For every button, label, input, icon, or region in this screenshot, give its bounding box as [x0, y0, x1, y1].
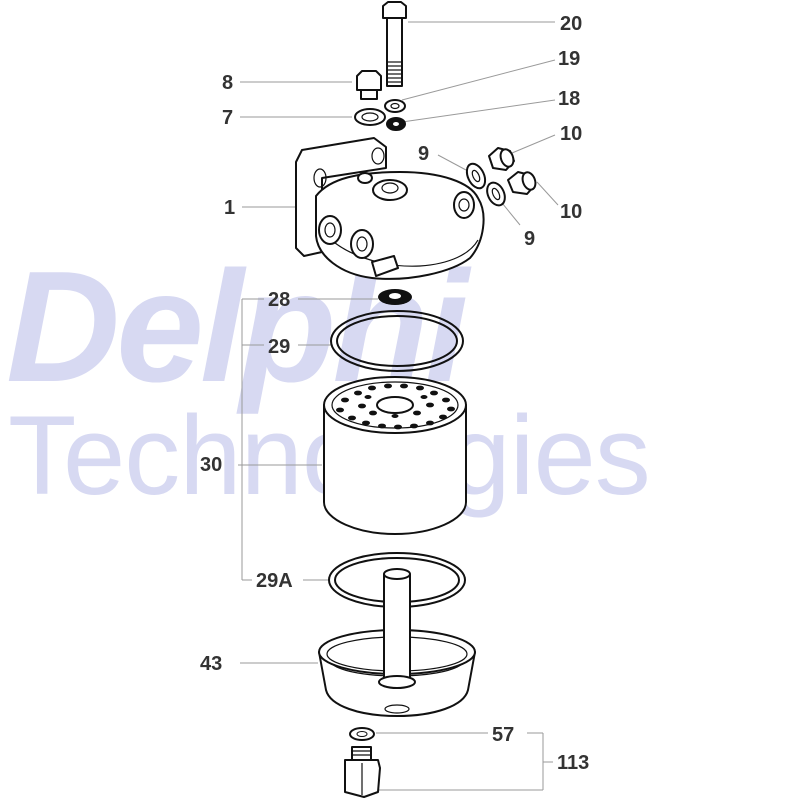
callout-8: 8 [222, 72, 233, 94]
plug-part-8 [356, 70, 382, 100]
filter-element-part-30 [323, 376, 467, 535]
drain-washer-part-57 [349, 727, 375, 741]
washer-part-9-upper [465, 162, 487, 190]
callout-7: 7 [222, 107, 233, 129]
callout-43: 43 [200, 653, 222, 675]
callout-19: 19 [558, 48, 580, 70]
bolt-part-20 [382, 1, 407, 87]
callout-labels: 20 19 18 8 7 10 10 9 9 1 28 29 30 29A 43… [200, 13, 589, 774]
washer-hole-9-upper [471, 169, 481, 183]
washer-hole-19 [390, 102, 400, 110]
callout-1: 1 [224, 197, 235, 219]
callout-29a: 29A [256, 570, 293, 592]
filter-perforations [336, 383, 455, 430]
callout-10-lower: 10 [560, 201, 582, 223]
bowl-part-43 [318, 568, 476, 717]
filter-head-part-1 [295, 137, 485, 280]
drain-screw-part-113 [344, 746, 381, 798]
callout-9-lower: 9 [524, 228, 535, 250]
callout-9-upper: 9 [418, 143, 429, 165]
callout-113: 113 [557, 752, 589, 774]
callout-30: 30 [200, 454, 222, 476]
callout-20: 20 [560, 13, 582, 35]
washer-hole-7 [361, 112, 379, 122]
seal-part-28 [378, 289, 412, 305]
callout-29: 29 [268, 336, 290, 358]
callout-28: 28 [268, 289, 290, 311]
washer-part-9-lower [486, 181, 506, 207]
leader-lines [238, 21, 559, 791]
fitting-part-10-lower [507, 171, 537, 195]
callout-57: 57 [492, 724, 514, 746]
washer-part-19 [384, 99, 406, 113]
washer-hole-9-lower [491, 187, 501, 201]
fitting-part-10-upper [488, 147, 515, 171]
washer-hole-18 [393, 122, 399, 126]
callout-18: 18 [558, 88, 580, 110]
oring-part-29 [330, 310, 464, 372]
callout-10-upper: 10 [560, 123, 582, 145]
washer-part-7 [354, 108, 386, 126]
